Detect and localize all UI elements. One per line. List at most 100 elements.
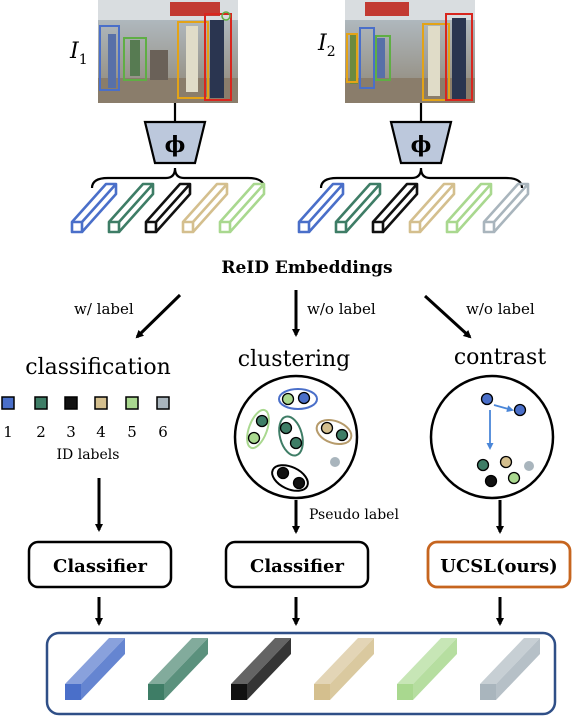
embedding-vector (181, 182, 229, 234)
edge-label-without-label-2: w/o label (466, 300, 535, 318)
id-number: 4 (96, 423, 106, 441)
embedding-vector (408, 182, 456, 234)
pseudo-label-caption: Pseudo label (309, 507, 399, 523)
contrast-point (476, 458, 490, 472)
brace-2 (319, 167, 524, 189)
brace-1 (90, 167, 266, 189)
encoder-1: ϕ (143, 103, 207, 165)
cluster-ellipse-black (271, 464, 309, 492)
cluster-point (247, 431, 261, 445)
output-embedding-vector (314, 638, 374, 700)
id-label-square (64, 396, 78, 410)
contrast-diagram (429, 374, 555, 500)
cluster-point-outlier (330, 457, 340, 467)
embedding-vector (482, 182, 530, 234)
classifier-box-2-label: Classifier (250, 556, 344, 577)
classification-title: classification (25, 355, 171, 380)
bbox-yellow-small (346, 33, 358, 83)
classifier-box-1-label: Classifier (53, 556, 147, 577)
clustering-diagram (233, 374, 359, 500)
id-number: 1 (3, 423, 13, 441)
image-1-photo (98, 0, 238, 103)
contrast-point (513, 403, 527, 417)
output-embedding-row (65, 638, 540, 700)
bbox-blue (359, 27, 375, 89)
encoder-2-label: ϕ (411, 132, 432, 158)
bbox-green (123, 37, 147, 81)
contrast-point (524, 461, 534, 471)
id-numbers: 1 2 3 4 5 6 (3, 423, 168, 441)
image-1-group: I1 (69, 0, 238, 103)
contrast-point (507, 471, 521, 485)
embedding-vector (297, 182, 345, 234)
bbox-red (204, 13, 232, 101)
bbox-red (445, 13, 473, 101)
contrast-point (499, 455, 513, 469)
embedding-vector (218, 182, 266, 234)
contrast-point (484, 474, 498, 488)
id-number: 3 (66, 423, 76, 441)
embedding-vector (334, 182, 382, 234)
contrast-title: contrast (454, 345, 546, 370)
bbox-small-green (221, 11, 231, 21)
cluster-point (289, 436, 303, 450)
clustering-title: clustering (238, 347, 350, 372)
cluster-point (292, 476, 306, 490)
id-label-square (156, 396, 170, 410)
output-embedding-vector (397, 638, 457, 700)
cluster-point (255, 414, 269, 428)
cluster-point (335, 428, 349, 442)
arrow-to-classification (135, 293, 182, 339)
ucsl-box-label: UCSL(ours) (440, 556, 557, 577)
edge-label-with-label: w/ label (74, 300, 134, 318)
cluster-ellipse-lightgreen (246, 408, 270, 450)
cluster-ellipse-green (278, 415, 304, 457)
embedding-row-2 (297, 182, 530, 234)
bbox-green (375, 35, 391, 81)
id-number: 6 (158, 423, 168, 441)
cluster-ellipse-tan (315, 418, 353, 446)
id-label-square (94, 396, 108, 410)
embedding-vector (144, 182, 192, 234)
cluster-point (279, 421, 293, 435)
id-number: 5 (127, 423, 137, 441)
cluster-ellipse-blue (278, 388, 318, 410)
output-embedding-vector (148, 638, 208, 700)
contrast-arrow (493, 404, 514, 413)
embedding-vector (371, 182, 419, 234)
cluster-point (297, 391, 311, 405)
edge-label-without-label-1: w/o label (307, 300, 376, 318)
image-1-label: I1 (69, 39, 88, 68)
embedding-row-1 (70, 182, 266, 234)
classifier-box-1: Classifier (27, 540, 173, 589)
embedding-vector (107, 182, 155, 234)
embedding-vector (445, 182, 493, 234)
bbox-yellow (177, 21, 209, 99)
output-embedding-vector (65, 638, 125, 700)
ucsl-box: UCSL(ours) (426, 540, 572, 589)
reid-embeddings-label: ReID Embeddings (221, 258, 392, 278)
cluster-point (320, 421, 334, 435)
image-2-group: I2 (317, 0, 475, 103)
output-embedding-vector (480, 638, 540, 700)
encoder-2: ϕ (389, 103, 453, 165)
contrast-point (480, 392, 494, 406)
encoder-1-label: ϕ (165, 132, 186, 158)
arrow-to-contrast (423, 294, 472, 339)
embedding-vector (70, 182, 118, 234)
classifier-box-2: Classifier (224, 540, 370, 589)
image-2-label: I2 (317, 31, 336, 60)
id-label-squares (1, 396, 170, 410)
id-label-square (34, 396, 48, 410)
id-labels-caption: ID labels (57, 447, 120, 463)
image-2-photo (345, 0, 475, 103)
id-label-square (125, 396, 139, 410)
bbox-yellow (422, 23, 450, 101)
id-label-square (1, 396, 15, 410)
id-number: 2 (36, 423, 46, 441)
cluster-point (276, 466, 290, 480)
bbox-blue (99, 25, 120, 91)
output-embedding-vector (231, 638, 291, 700)
cluster-point (281, 392, 295, 406)
